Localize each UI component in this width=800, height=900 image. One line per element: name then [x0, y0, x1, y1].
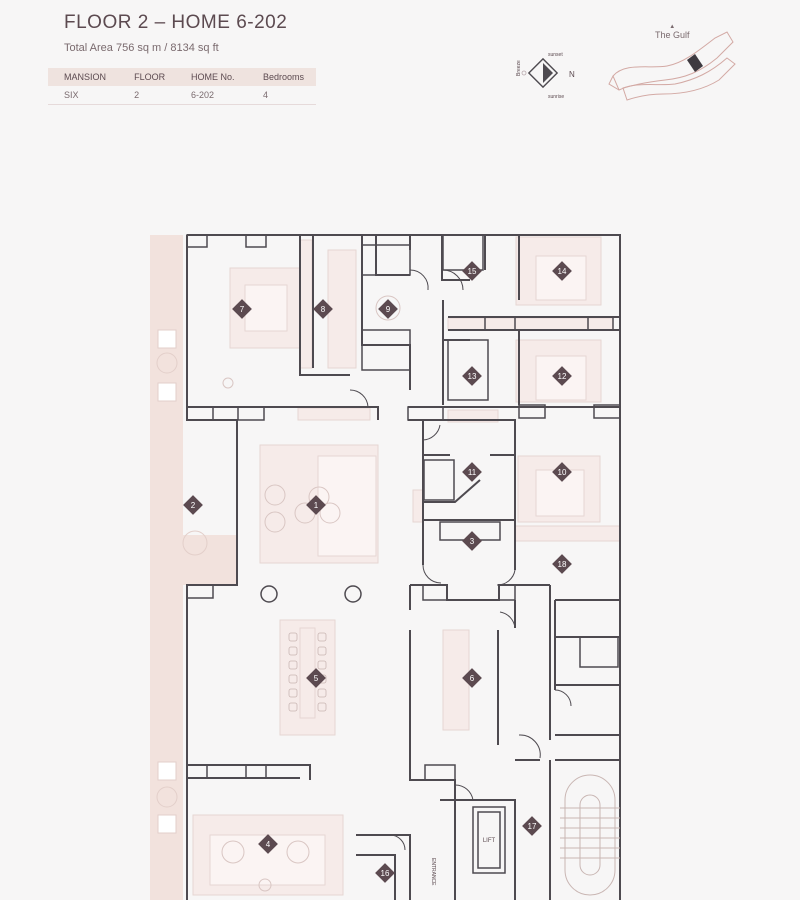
room-marker-11: 11 — [462, 462, 482, 482]
room-marker-12: 12 — [552, 366, 572, 386]
home-info-table: MANSION FLOOR HOME No. Bedrooms SIX 2 6-… — [48, 68, 316, 105]
room-number: 3 — [470, 537, 475, 546]
lift-label: LIFT — [483, 838, 496, 844]
room-marker-9: 9 — [378, 299, 398, 319]
table-row: SIX 2 6-202 4 — [48, 86, 316, 105]
room-marker-16: 16 — [375, 863, 395, 883]
compass-north: N — [569, 70, 575, 79]
room-number: 15 — [468, 267, 477, 276]
col-floor: FLOOR — [118, 68, 176, 86]
room-number: 14 — [558, 267, 567, 276]
room-number: 10 — [558, 468, 567, 477]
room-marker-1: 1 — [306, 495, 326, 515]
gulf-label: ▲ The Gulf — [655, 24, 690, 40]
room-marker-5: 5 — [306, 668, 326, 688]
room-number: 2 — [191, 501, 196, 510]
room-marker-6: 6 — [462, 668, 482, 688]
gulf-text: The Gulf — [655, 30, 690, 40]
room-marker-10: 10 — [552, 462, 572, 482]
room-marker-2: 2 — [183, 495, 203, 515]
cell-mansion: SIX — [48, 86, 119, 105]
room-marker-14: 14 — [552, 261, 572, 281]
entrance-label: ENTRANCE — [430, 858, 436, 886]
cell-home-no: 6-202 — [175, 86, 247, 105]
total-area: Total Area 756 sq m / 8134 sq ft — [64, 42, 219, 54]
room-number: 5 — [314, 674, 319, 683]
room-number: 1 — [314, 501, 319, 510]
col-bedrooms: Bedrooms — [247, 68, 316, 86]
room-marker-3: 3 — [462, 531, 482, 551]
room-number: 9 — [386, 305, 391, 314]
room-marker-17: 17 — [522, 816, 542, 836]
room-number: 18 — [558, 560, 567, 569]
staircase — [560, 774, 620, 896]
site-location-map — [608, 31, 736, 101]
room-marker-18: 18 — [552, 554, 572, 574]
room-marker-13: 13 — [462, 366, 482, 386]
room-marker-8: 8 — [313, 299, 333, 319]
compass-icon: N sunset sunrise Breeze — [516, 52, 575, 100]
compass-sunrise: sunrise — [548, 94, 564, 100]
room-number: 4 — [266, 840, 271, 849]
room-number: 11 — [468, 468, 477, 477]
compass-breeze: Breeze — [516, 60, 522, 76]
north-arrow-icon: ▲ — [669, 24, 676, 30]
cell-floor: 2 — [118, 86, 176, 105]
cell-bedrooms: 4 — [247, 86, 316, 105]
page-title: FLOOR 2 – HOME 6-202 — [64, 12, 288, 33]
compass-sunset: sunset — [548, 52, 563, 58]
room-number: 12 — [558, 372, 567, 381]
room-number: 6 — [470, 674, 475, 683]
room-number: 17 — [528, 822, 537, 831]
room-marker-7: 7 — [232, 299, 252, 319]
room-number: 13 — [468, 372, 477, 381]
room-number: 7 — [240, 305, 245, 314]
col-mansion: MANSION — [48, 68, 119, 86]
table-header-row: MANSION FLOOR HOME No. Bedrooms — [48, 68, 316, 86]
room-number: 16 — [381, 869, 390, 878]
col-home-no: HOME No. — [175, 68, 247, 86]
room-marker-15: 15 — [462, 261, 482, 281]
room-number: 8 — [321, 305, 326, 314]
room-marker-4: 4 — [258, 834, 278, 854]
